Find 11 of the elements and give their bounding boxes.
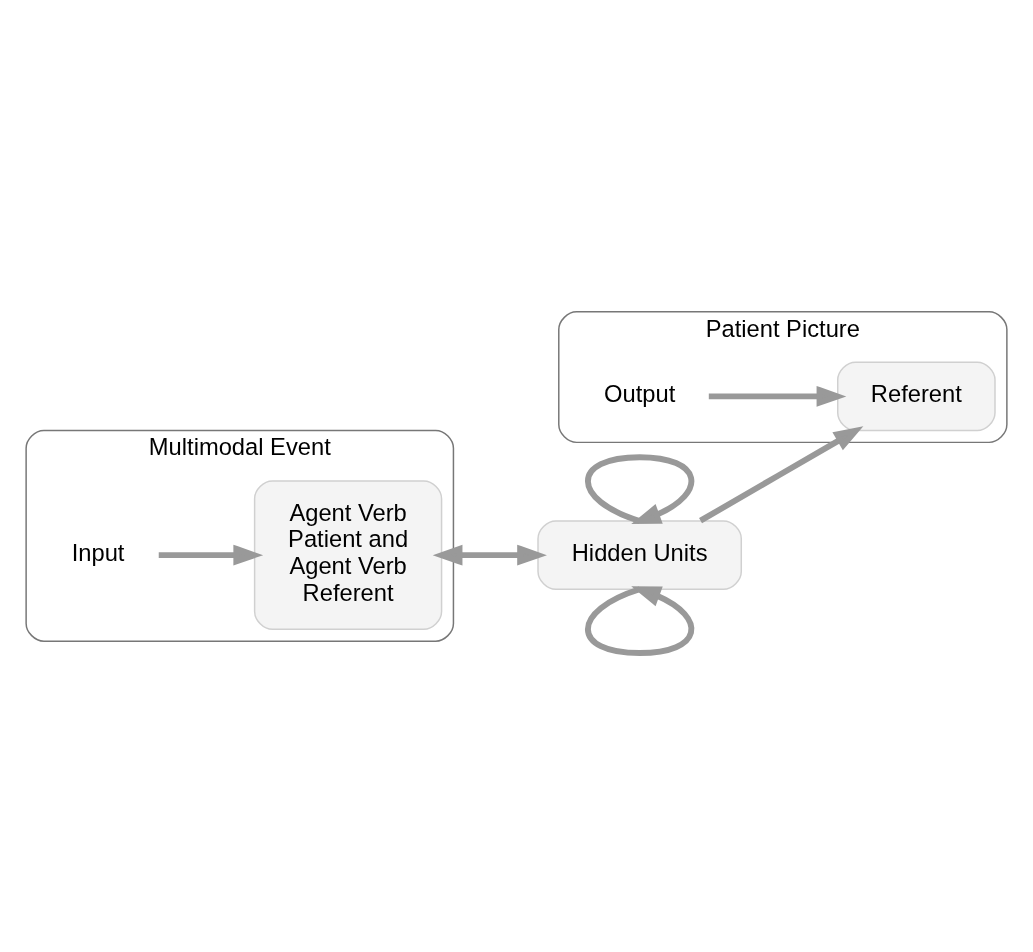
node-text: Input [71, 539, 125, 566]
arrow [158, 544, 264, 566]
node-text: Output [604, 380, 676, 407]
node-box: Hidden Units [537, 519, 743, 590]
node-box: Referent [837, 361, 996, 431]
arrow [432, 544, 547, 566]
arrow [585, 585, 695, 656]
node-box: Agent Verb Patient and Agent Verb Referent [253, 479, 443, 630]
arrow [585, 453, 695, 524]
arrow [699, 425, 864, 523]
arrow [708, 385, 847, 407]
